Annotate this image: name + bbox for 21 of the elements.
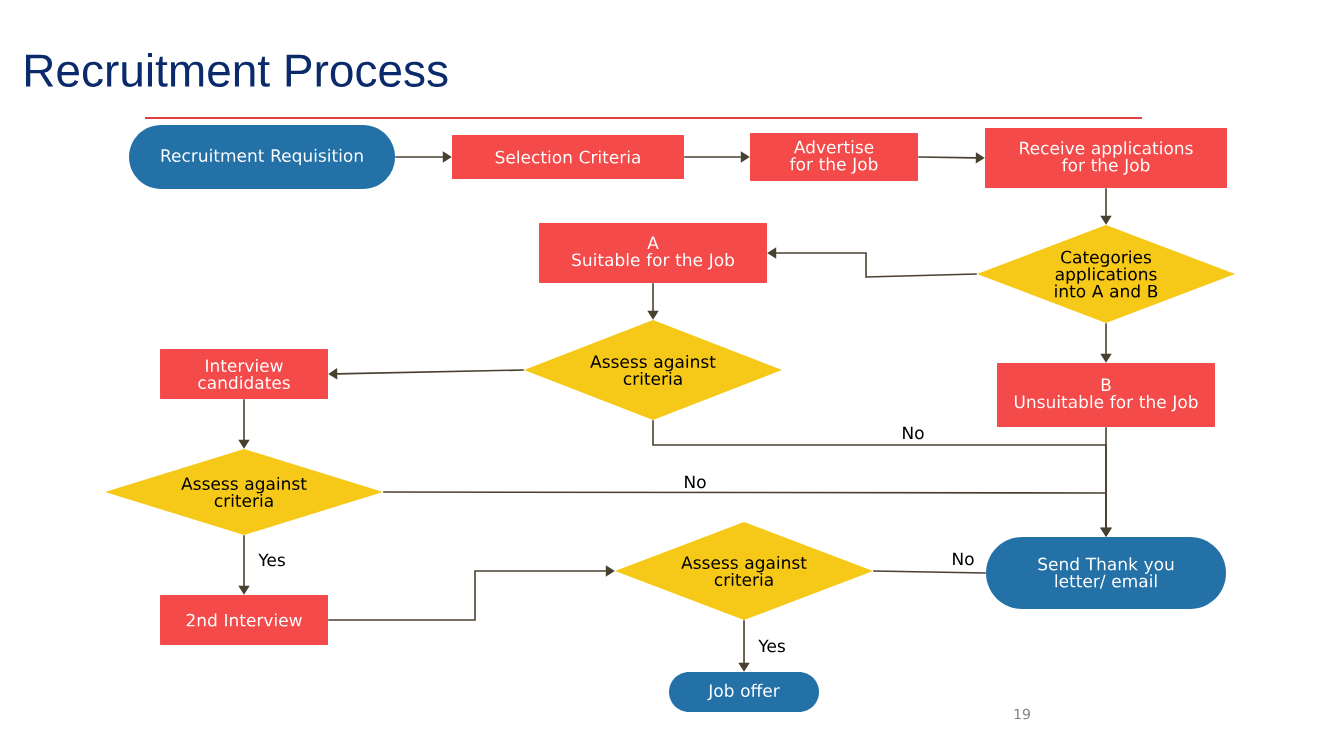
arrow [1100,322,1112,363]
arrow [238,398,250,449]
arrow [1100,426,1112,537]
arrow [327,565,615,621]
process-box: Receive applications for the Job [985,128,1227,188]
arrow [767,247,978,278]
process-box: 2nd Interview [160,595,328,645]
process-box: Interview candidates [160,349,328,399]
process-box: B Unsuitable for the Job [997,363,1215,427]
process-box: Selection Criteria [452,135,684,179]
arrow [1100,187,1112,225]
arrow [683,151,750,163]
arrow [394,151,452,163]
process-box: Advertise for the Job [750,133,918,181]
page-number: 19 [1014,708,1030,720]
arrow [238,534,250,595]
slide-title: Recruitment Process [26,53,448,87]
arrow [647,282,659,320]
arrow [738,619,750,672]
arrow [328,368,525,380]
process-box: A Suitable for the Job [539,223,767,283]
